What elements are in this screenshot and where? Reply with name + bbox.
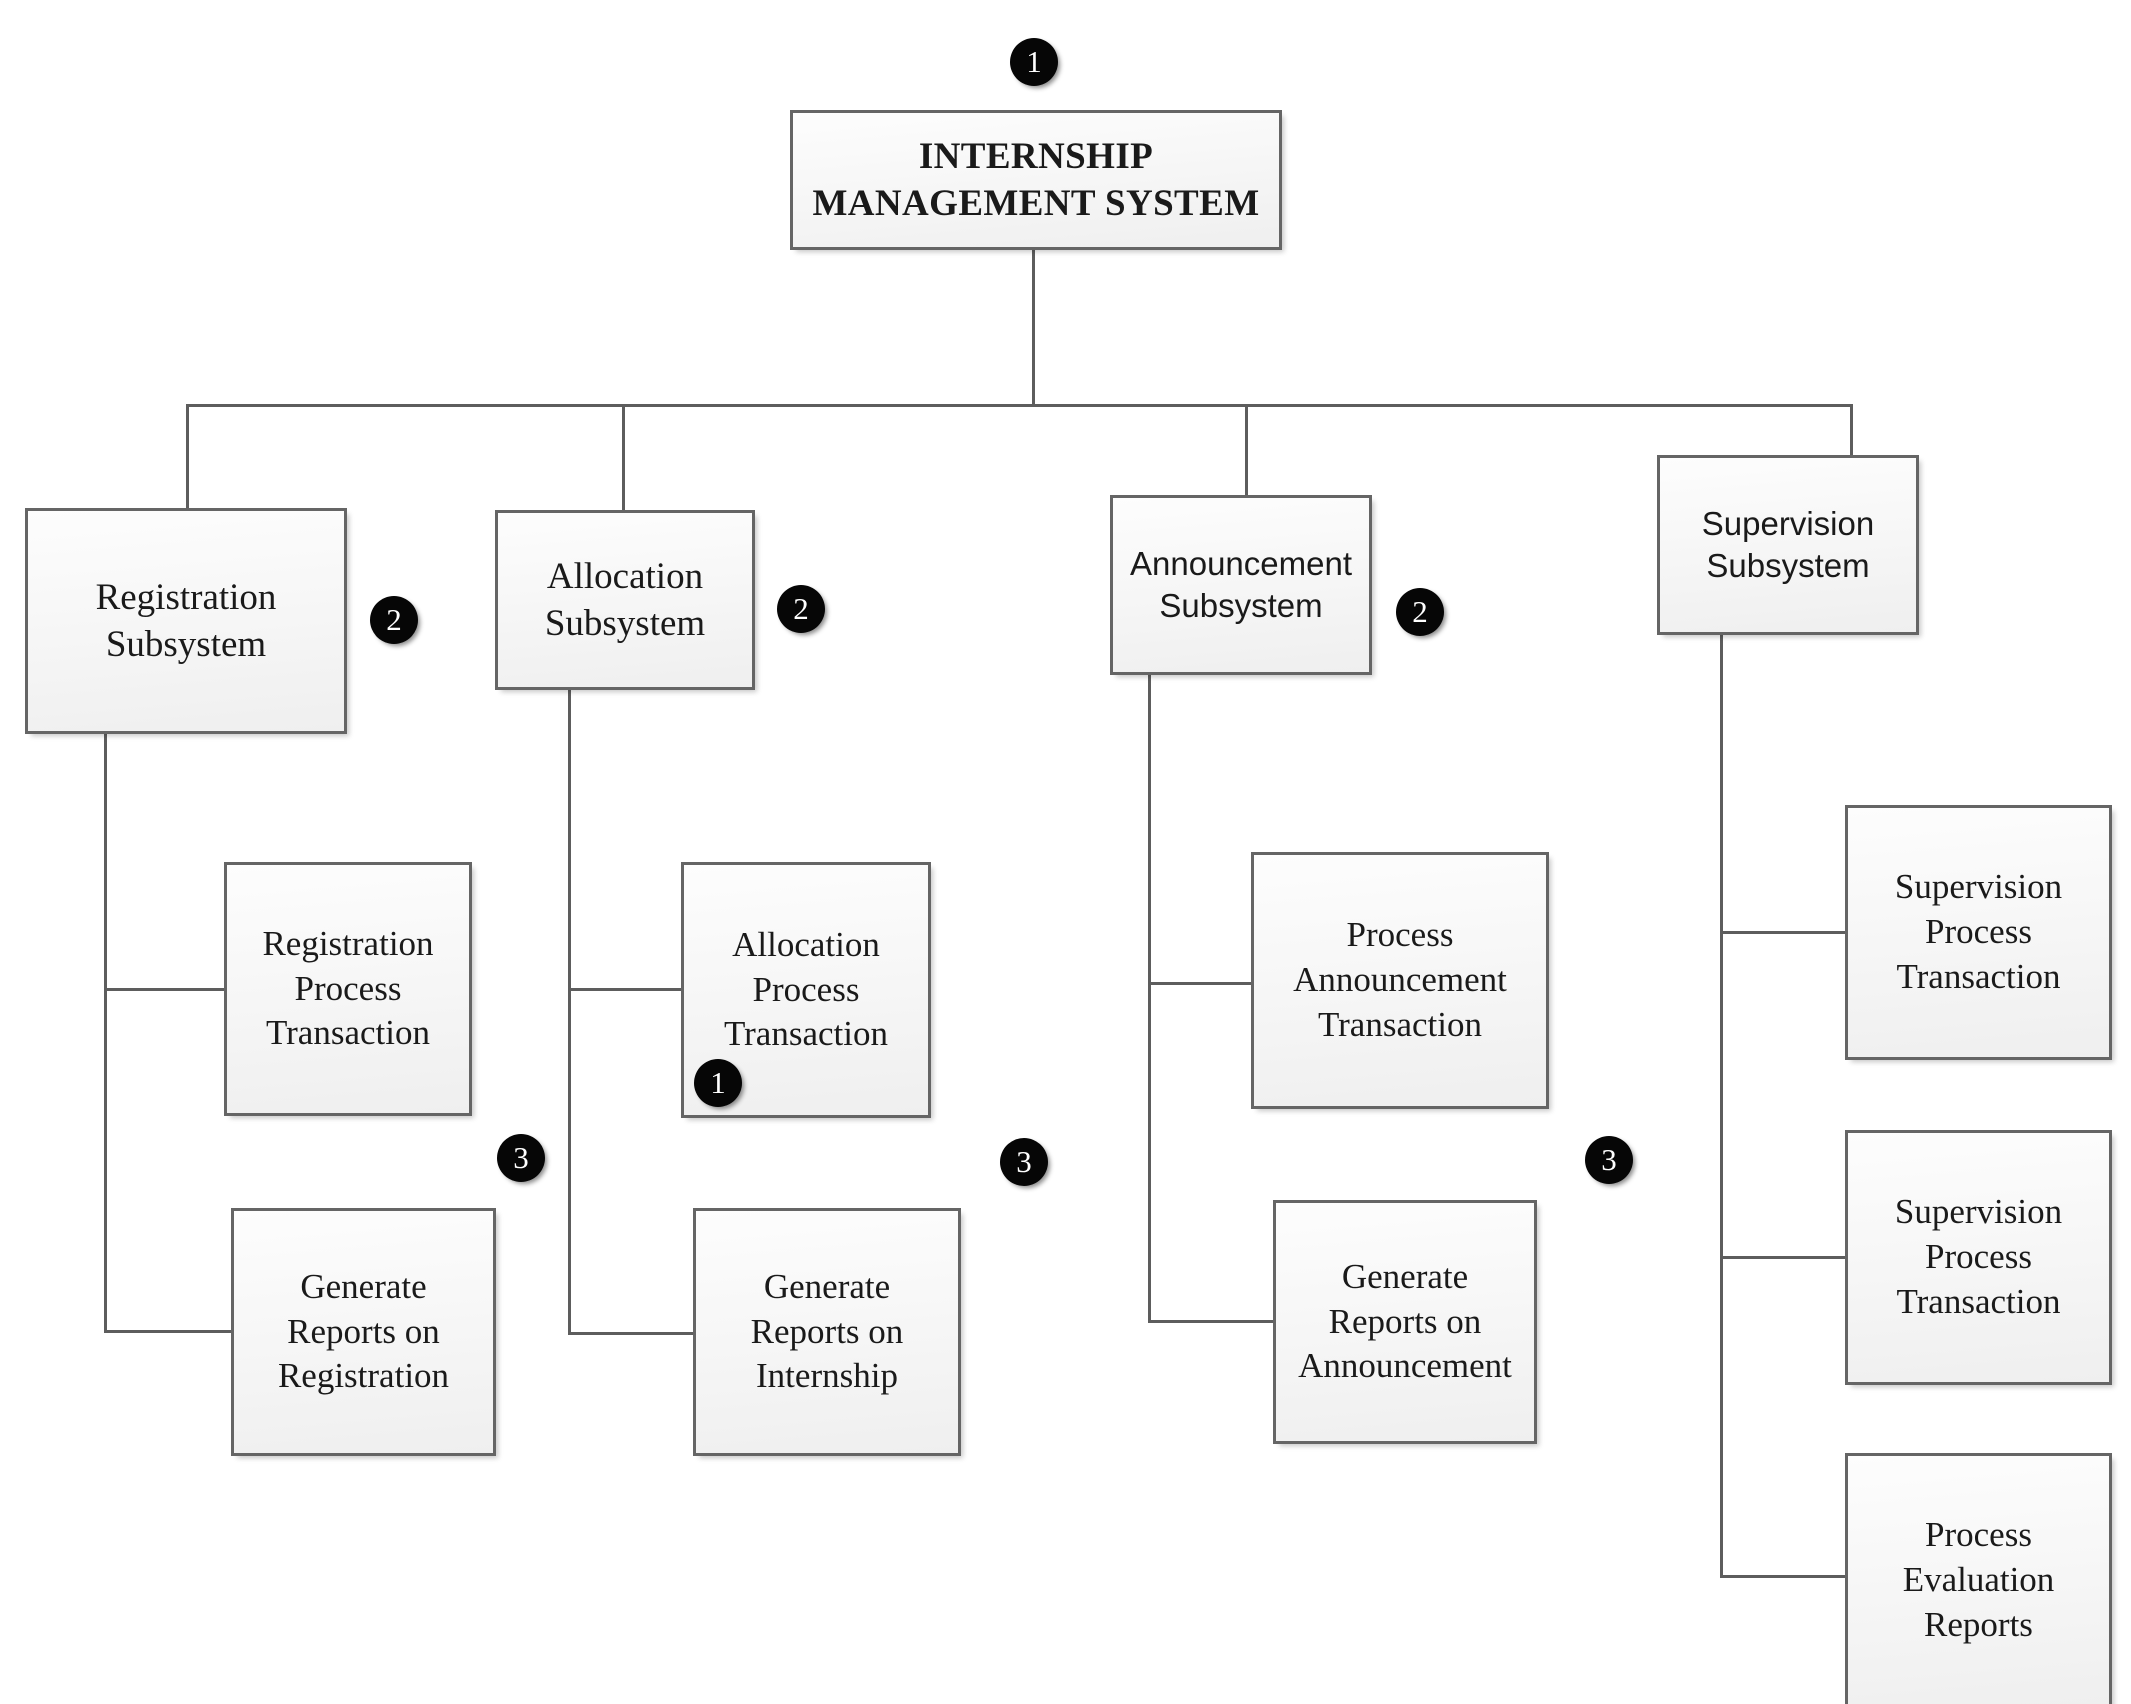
node-label: Supervision Process Transaction xyxy=(1894,867,2063,996)
node-label: Registration Process Transaction xyxy=(262,923,434,1053)
node-announcement-subsystem[interactable]: Announcement Subsystem xyxy=(1110,495,1372,675)
node-label: Allocation Subsystem xyxy=(544,555,706,644)
connector-allocation-spine xyxy=(568,690,571,1335)
badge-level-2-registration: 2 xyxy=(370,596,418,644)
node-generate-reports-on-announcement[interactable]: Generate Reports on Announcement xyxy=(1273,1200,1537,1444)
badge-level-1-allocation-process: 1 xyxy=(694,1059,742,1107)
node-generate-reports-on-registration[interactable]: Generate Reports on Registration xyxy=(231,1208,496,1456)
connector-allocation-to-reports xyxy=(568,1332,693,1335)
badge-level-2-allocation: 2 xyxy=(777,585,825,633)
node-label: Generate Reports on Internship xyxy=(750,1266,904,1396)
node-label: INTERNSHIP MANAGEMENT SYSTEM xyxy=(812,135,1260,224)
connector-registration-to-reports xyxy=(104,1330,234,1333)
node-label: Generate Reports on Announcement xyxy=(1298,1256,1512,1386)
connector-registration-spine xyxy=(104,733,107,1333)
connector-bus-to-announcement xyxy=(1245,404,1248,497)
node-root-internship-management-system[interactable]: INTERNSHIP MANAGEMENT SYSTEM xyxy=(790,110,1282,250)
node-supervision-process-transaction-1[interactable]: Supervision Process Transaction xyxy=(1845,805,2112,1060)
node-process-announcement-transaction[interactable]: Process Announcement Transaction xyxy=(1251,852,1549,1109)
badge-level-3-announcement-children: 3 xyxy=(1585,1136,1633,1184)
node-label: Supervision Process Transaction xyxy=(1894,1192,2063,1321)
connector-bus-to-supervision xyxy=(1850,404,1853,455)
node-label: Announcement Subsystem xyxy=(1130,544,1352,624)
connector-bus-to-registration xyxy=(186,404,189,510)
connector-level2-bus xyxy=(186,404,1853,407)
connector-registration-to-process xyxy=(104,988,224,991)
node-process-evaluation-reports[interactable]: Process Evaluation Reports xyxy=(1845,1453,2112,1704)
connector-supervision-to-process-2 xyxy=(1720,1256,1845,1259)
connector-announcement-spine xyxy=(1148,675,1151,1323)
node-label: Generate Reports on Registration xyxy=(277,1266,450,1396)
badge-level-3-registration-children: 3 xyxy=(497,1134,545,1182)
connector-announcement-to-reports xyxy=(1148,1320,1273,1323)
node-label: Process Announcement Transaction xyxy=(1293,915,1507,1044)
badge-level-1-root: 1 xyxy=(1010,38,1058,86)
connector-allocation-to-process xyxy=(568,988,681,991)
connector-announcement-to-process xyxy=(1148,982,1251,985)
connector-supervision-spine xyxy=(1720,635,1723,1578)
node-registration-subsystem[interactable]: Registration Subsystem xyxy=(25,508,347,734)
node-supervision-process-transaction-2[interactable]: Supervision Process Transaction xyxy=(1845,1130,2112,1385)
node-label: Allocation Process Transaction xyxy=(724,924,888,1054)
badge-level-2-announcement: 2 xyxy=(1396,588,1444,636)
node-registration-process-transaction[interactable]: Registration Process Transaction xyxy=(224,862,472,1116)
node-generate-reports-on-internship[interactable]: Generate Reports on Internship xyxy=(693,1208,961,1456)
node-allocation-subsystem[interactable]: Allocation Subsystem xyxy=(495,510,755,690)
connector-root-stem xyxy=(1032,248,1035,406)
connector-supervision-to-evaluation xyxy=(1720,1575,1845,1578)
badge-level-3-allocation-children: 3 xyxy=(1000,1138,1048,1186)
connector-supervision-to-process-1 xyxy=(1720,931,1845,934)
connector-bus-to-allocation xyxy=(622,404,625,512)
node-label: Registration Subsystem xyxy=(95,576,277,665)
node-label: Supervision Subsystem xyxy=(1701,504,1875,584)
node-supervision-subsystem[interactable]: Supervision Subsystem xyxy=(1657,455,1919,635)
node-label: Process Evaluation Reports xyxy=(1902,1515,2055,1644)
